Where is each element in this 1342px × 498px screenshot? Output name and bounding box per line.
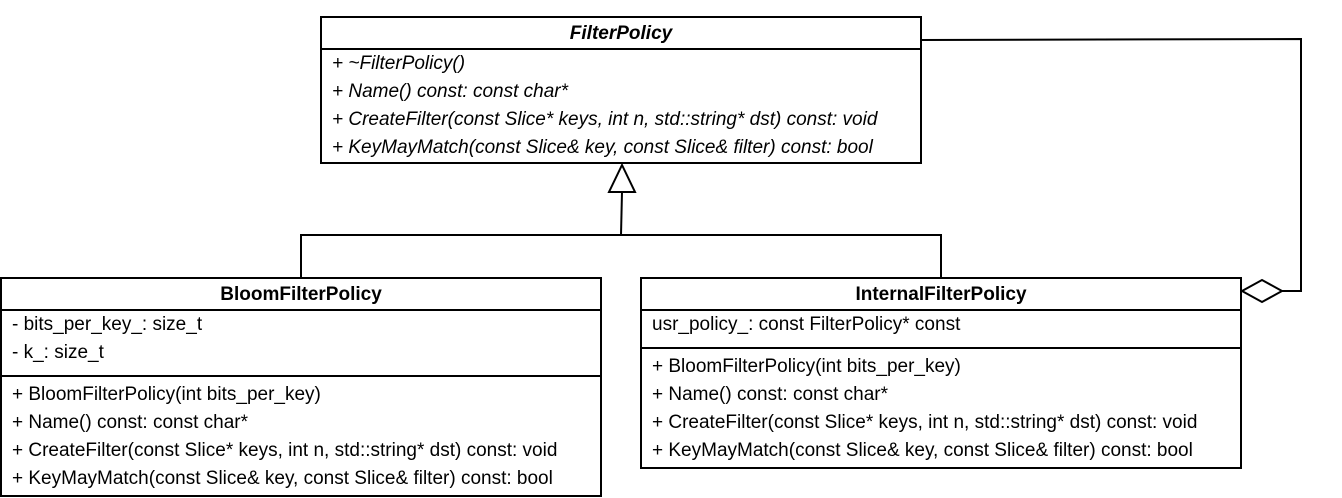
method-list: + BloomFilterPolicy(int bits_per_key) + … (2, 375, 600, 493)
method: + BloomFilterPolicy(int bits_per_key) (652, 356, 961, 377)
attribute-list: usr_policy_: const FilterPolicy* const (642, 311, 1240, 347)
generalization-trunk (620, 191, 623, 236)
class-filter-policy[interactable]: FilterPolicy + ~FilterPolicy() + Name() … (320, 16, 922, 164)
class-name: BloomFilterPolicy (2, 279, 600, 311)
method-list: + ~FilterPolicy() + Name() const: const … (322, 50, 920, 162)
generalization-arrowhead (607, 162, 637, 193)
generalization-line-bloom (300, 234, 621, 278)
method: + CreateFilter(const Slice* keys, int n,… (652, 412, 1198, 433)
attribute: - k_: size_t (12, 342, 104, 363)
method: + CreateFilter(const Slice* keys, int n,… (12, 440, 558, 461)
method: + KeyMayMatch(const Slice& key, const Sl… (652, 440, 1193, 461)
class-internal-filter-policy[interactable]: InternalFilterPolicy usr_policy_: const … (640, 277, 1242, 469)
attribute: usr_policy_: const FilterPolicy* const (652, 314, 961, 335)
attribute: - bits_per_key_: size_t (12, 314, 203, 335)
generalization-line-internal (621, 234, 942, 278)
class-bloom-filter-policy[interactable]: BloomFilterPolicy - bits_per_key_: size_… (0, 277, 602, 497)
method: + ~FilterPolicy() (332, 53, 466, 74)
method-list: + BloomFilterPolicy(int bits_per_key) + … (642, 347, 1240, 465)
method: + KeyMayMatch(const Slice& key, const Sl… (332, 137, 873, 158)
method: + Name() const: const char* (652, 384, 889, 405)
method: + Name() const: const char* (332, 81, 569, 102)
method: + Name() const: const char* (12, 412, 249, 433)
aggregation-diamond (1239, 278, 1285, 304)
class-name: InternalFilterPolicy (642, 279, 1240, 311)
method: + BloomFilterPolicy(int bits_per_key) (12, 384, 321, 405)
aggregation-line (920, 37, 1302, 292)
attribute-list: - bits_per_key_: size_t - k_: size_t (2, 311, 600, 375)
class-name: FilterPolicy (322, 18, 920, 50)
method: + KeyMayMatch(const Slice& key, const Sl… (12, 468, 553, 489)
method: + CreateFilter(const Slice* keys, int n,… (332, 109, 878, 130)
